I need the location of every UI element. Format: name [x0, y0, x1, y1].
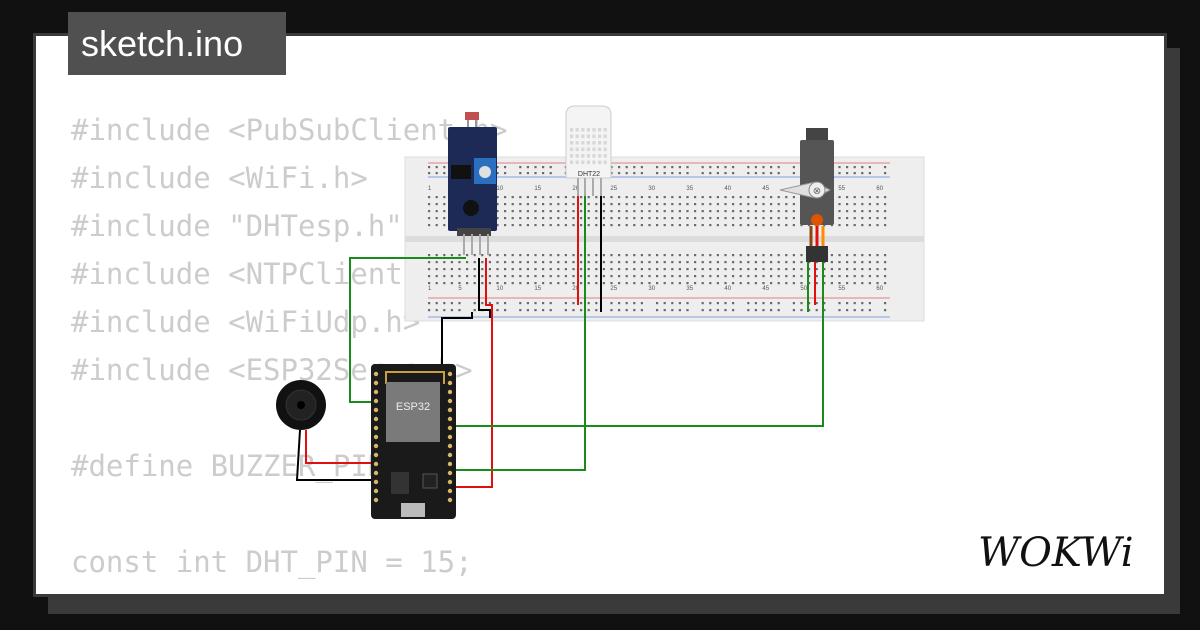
servo-motor: ⊗	[779, 128, 834, 262]
breadboard-column-number: 20	[572, 286, 579, 292]
breadboard-column-number: 5	[458, 286, 462, 292]
svg-text:⊗: ⊗	[813, 186, 821, 197]
breadboard-column-number: 60	[876, 186, 883, 192]
svg-text:WOKWi: WOKWi	[978, 530, 1134, 576]
breadboard-column-number: 1	[428, 286, 432, 292]
wire-ldr-vcc	[452, 258, 493, 488]
code-line: #include "DHTesp.h"	[71, 209, 403, 243]
esp32-label: ESP32	[396, 401, 430, 413]
breadboard-column-number: 40	[724, 286, 731, 292]
breadboard-column-number: 30	[648, 186, 655, 192]
wire-buzzer-2	[295, 429, 382, 481]
wire-ldr-gnd	[478, 258, 491, 318]
breadboard-column-number: 40	[724, 186, 731, 192]
code-line: const int DHT_PIN = 15;	[71, 545, 473, 579]
breadboard-column-number: 10	[496, 186, 503, 192]
code-line: const int LDR_PIN = 34;	[71, 586, 508, 594]
dht-label: DHT22	[578, 171, 600, 178]
breadboard-column-number: 50	[800, 286, 807, 292]
ldr-module	[448, 112, 497, 255]
wire-dht-data	[452, 195, 586, 471]
wire-servo-signal	[452, 260, 824, 427]
esp32-board: ESP32	[371, 364, 456, 519]
breadboard-column-number: 45	[762, 186, 769, 192]
breadboard-column-number: 45	[762, 286, 769, 292]
breadboard-column-number: 55	[838, 186, 845, 192]
dht22-sensor: DHT22	[565, 105, 612, 196]
breadboard-column-number: 20	[572, 186, 579, 192]
wire-buzzer-1	[305, 430, 382, 464]
breadboard-column-number: 55	[838, 286, 845, 292]
breadboard-column-number: 25	[610, 286, 617, 292]
code-line: #include <WiFi.h>	[71, 161, 368, 195]
breadboard-column-number: 10	[496, 286, 503, 292]
breadboard-column-number: 60	[876, 286, 883, 292]
wokwi-logo: WOKWi	[978, 530, 1134, 576]
file-tab[interactable]: sketch.ino	[68, 12, 286, 75]
wire-ldr-signal	[349, 257, 466, 403]
breadboard-column-number: 25	[610, 186, 617, 192]
breadboard-column-number: 35	[686, 186, 693, 192]
code-preview: #include <PubSubClient.h>#include <WiFi.…	[71, 106, 508, 594]
breadboard-column-number: 15	[534, 286, 541, 292]
breadboard-column-number: 35	[686, 286, 693, 292]
breadboard-column-number: 15	[534, 186, 541, 192]
breadboard-column-number: 1	[428, 186, 432, 192]
code-line: #include <WiFiUdp.h>	[71, 305, 421, 339]
breadboard-column-number: 30	[648, 286, 655, 292]
buzzer	[276, 380, 326, 430]
